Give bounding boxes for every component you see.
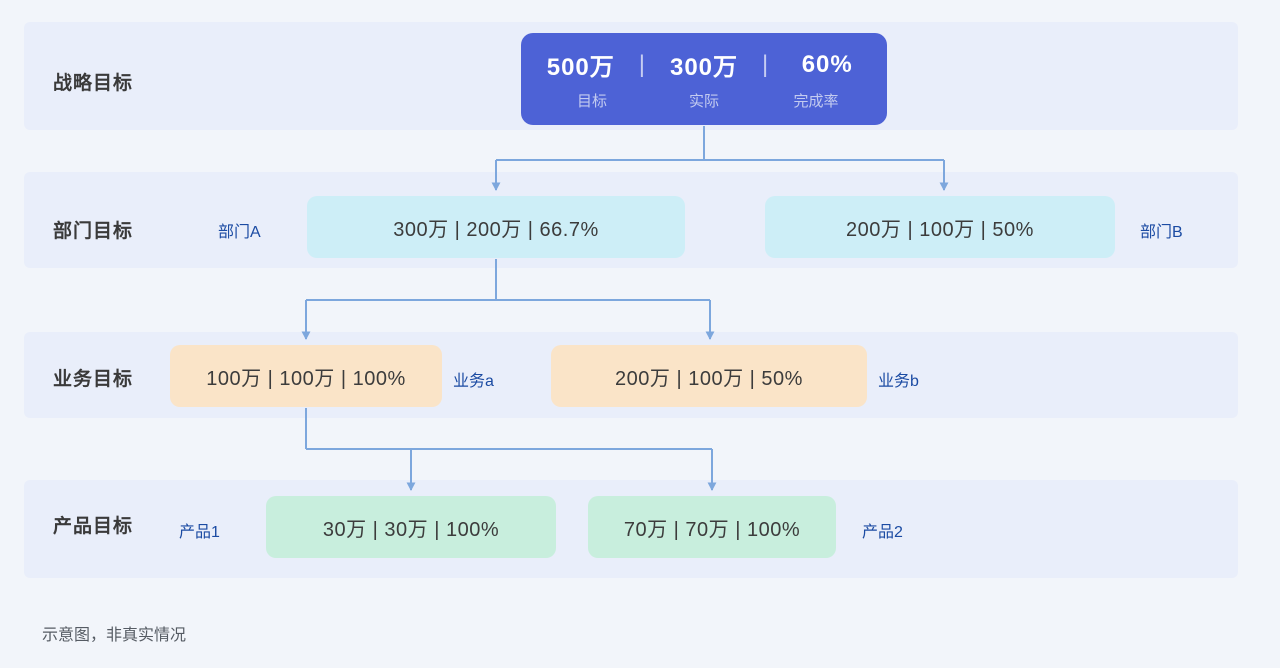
side-label-department-b: 部门B <box>1140 224 1183 241</box>
side-label-product-2: 产品2 <box>862 524 903 541</box>
node-product-1[interactable]: 30万 | 30万 | 100% <box>266 496 556 558</box>
strategic-target-label: 目标 <box>576 93 607 110</box>
row-title-business: 业务目标 <box>53 369 134 390</box>
node-business-a-text: 100万 | 100万 | 100% <box>206 367 406 390</box>
strategic-values-row: 500万 | 300万 | 60% <box>525 47 883 82</box>
node-department-a-text: 300万 | 200万 | 66.7% <box>393 218 599 241</box>
side-label-product-1: 产品1 <box>179 524 220 541</box>
node-department-b-text: 200万 | 100万 | 50% <box>846 218 1034 241</box>
footer-note: 示意图，非真实情况 <box>42 627 187 644</box>
strategic-actual-label: 实际 <box>688 93 719 110</box>
node-business-b[interactable]: 200万 | 100万 | 50% <box>551 345 867 407</box>
row-title-product: 产品目标 <box>53 516 134 537</box>
side-label-business-a: 业务a <box>453 373 494 390</box>
node-department-a[interactable]: 300万 | 200万 | 66.7% <box>307 196 685 258</box>
node-business-b-text: 200万 | 100万 | 50% <box>615 367 803 390</box>
row-title-strategic: 战略目标 <box>53 73 134 94</box>
row-title-department: 部门目标 <box>53 221 134 242</box>
side-label-department-a: 部门A <box>218 224 261 241</box>
side-label-business-b: 业务b <box>878 373 919 390</box>
node-product-1-text: 30万 | 30万 | 100% <box>322 518 500 541</box>
strategic-rate-label: 完成率 <box>793 93 839 110</box>
strategic-actual-value: 300万 <box>669 54 739 81</box>
node-strategic-goal[interactable]: 500万 | 300万 | 60% 目标 实际 完成率 <box>521 33 887 125</box>
value-separator: | <box>762 50 770 78</box>
value-separator: | <box>638 50 646 78</box>
node-product-2-text: 70万 | 70万 | 100% <box>623 518 801 541</box>
node-product-2[interactable]: 70万 | 70万 | 100% <box>588 496 836 558</box>
strategic-labels-row: 目标 实际 完成率 <box>536 90 872 111</box>
node-department-b[interactable]: 200万 | 100万 | 50% <box>765 196 1115 258</box>
node-business-a[interactable]: 100万 | 100万 | 100% <box>170 345 442 407</box>
strategic-rate-value: 60% <box>801 50 853 78</box>
strategic-target-value: 500万 <box>546 54 615 81</box>
